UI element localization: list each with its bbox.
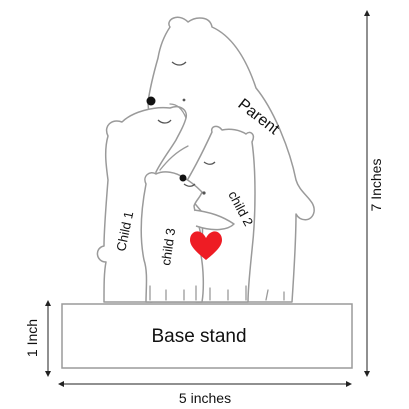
base-stand-label: Base stand	[151, 326, 246, 347]
heart-icon	[190, 231, 222, 260]
child-3-label: child 3	[158, 227, 178, 266]
base-height-dimension-line	[45, 300, 51, 377]
child-3-eye	[183, 183, 196, 187]
parent-eye	[171, 61, 187, 66]
base-height-label: 1 Inch	[24, 319, 40, 357]
height-label: 7 Inches	[368, 159, 384, 212]
width-dimension-line	[58, 381, 352, 387]
child-3-bear	[140, 171, 235, 303]
faces	[146, 61, 216, 195]
width-label: 5 inches	[179, 390, 231, 406]
height-dimension-line	[364, 10, 370, 377]
child-1-eye	[157, 119, 172, 124]
base-stand	[61, 303, 353, 369]
parent-nose	[146, 96, 156, 106]
child-3-nose	[202, 191, 206, 195]
bear-detail-lines	[149, 103, 285, 301]
child-2-eye	[203, 161, 216, 165]
child-2-nose	[179, 174, 187, 182]
